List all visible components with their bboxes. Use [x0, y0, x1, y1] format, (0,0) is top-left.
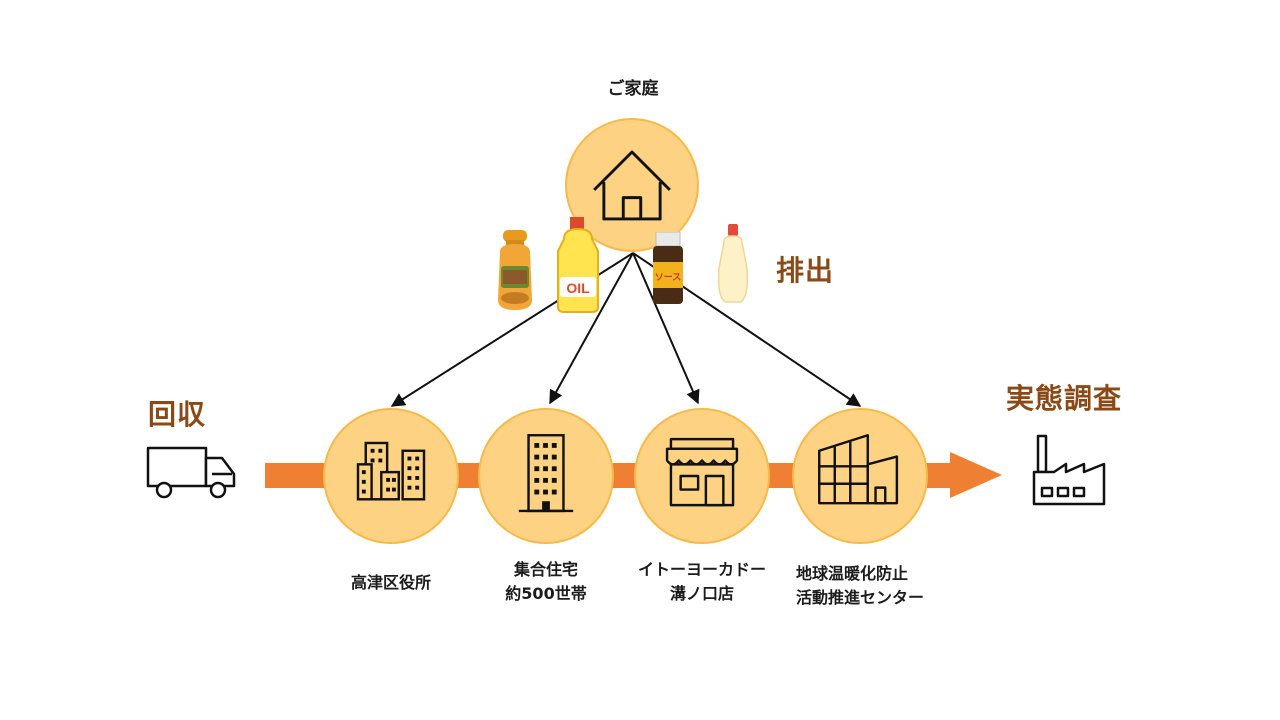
home-label: ご家庭 — [607, 79, 659, 99]
sauce-bottle-icon: ソース — [653, 232, 683, 304]
factory-icon — [1032, 434, 1106, 506]
oil-label: OIL — [566, 280, 590, 296]
survey-heading: 実態調査 — [1006, 382, 1123, 415]
site-circle-store — [634, 408, 770, 544]
site-label-center: 地球温暖化防止 活動推進センター — [796, 564, 925, 607]
truck-icon — [146, 446, 236, 499]
collection-heading: 回収 — [148, 398, 207, 431]
discharge-heading: 排出 — [776, 254, 835, 287]
office-buildings-icon — [356, 441, 426, 501]
site-label-ward-office: 高津区役所 — [350, 573, 431, 592]
center-building-icon — [818, 434, 899, 505]
apartment-building-icon — [518, 434, 574, 513]
store-icon — [665, 437, 739, 507]
sauce-label: ソース — [655, 272, 682, 283]
site-circle-ward-office — [323, 408, 459, 544]
seasoning-bottle-icon — [498, 230, 532, 310]
connector-arrow-2 — [549, 252, 634, 405]
mayonnaise-bottle-icon — [717, 224, 749, 303]
oil-bottle-icon: OIL — [557, 217, 599, 313]
site-circle-apartment — [478, 408, 614, 544]
site-label-store: イトーヨーカドー 溝ノ口店 — [637, 560, 766, 603]
connector-arrow-3 — [632, 252, 700, 405]
house-icon — [593, 150, 671, 221]
site-label-apartment: 集合住宅 約500世帯 — [505, 560, 587, 603]
site-circle-center — [792, 408, 928, 544]
